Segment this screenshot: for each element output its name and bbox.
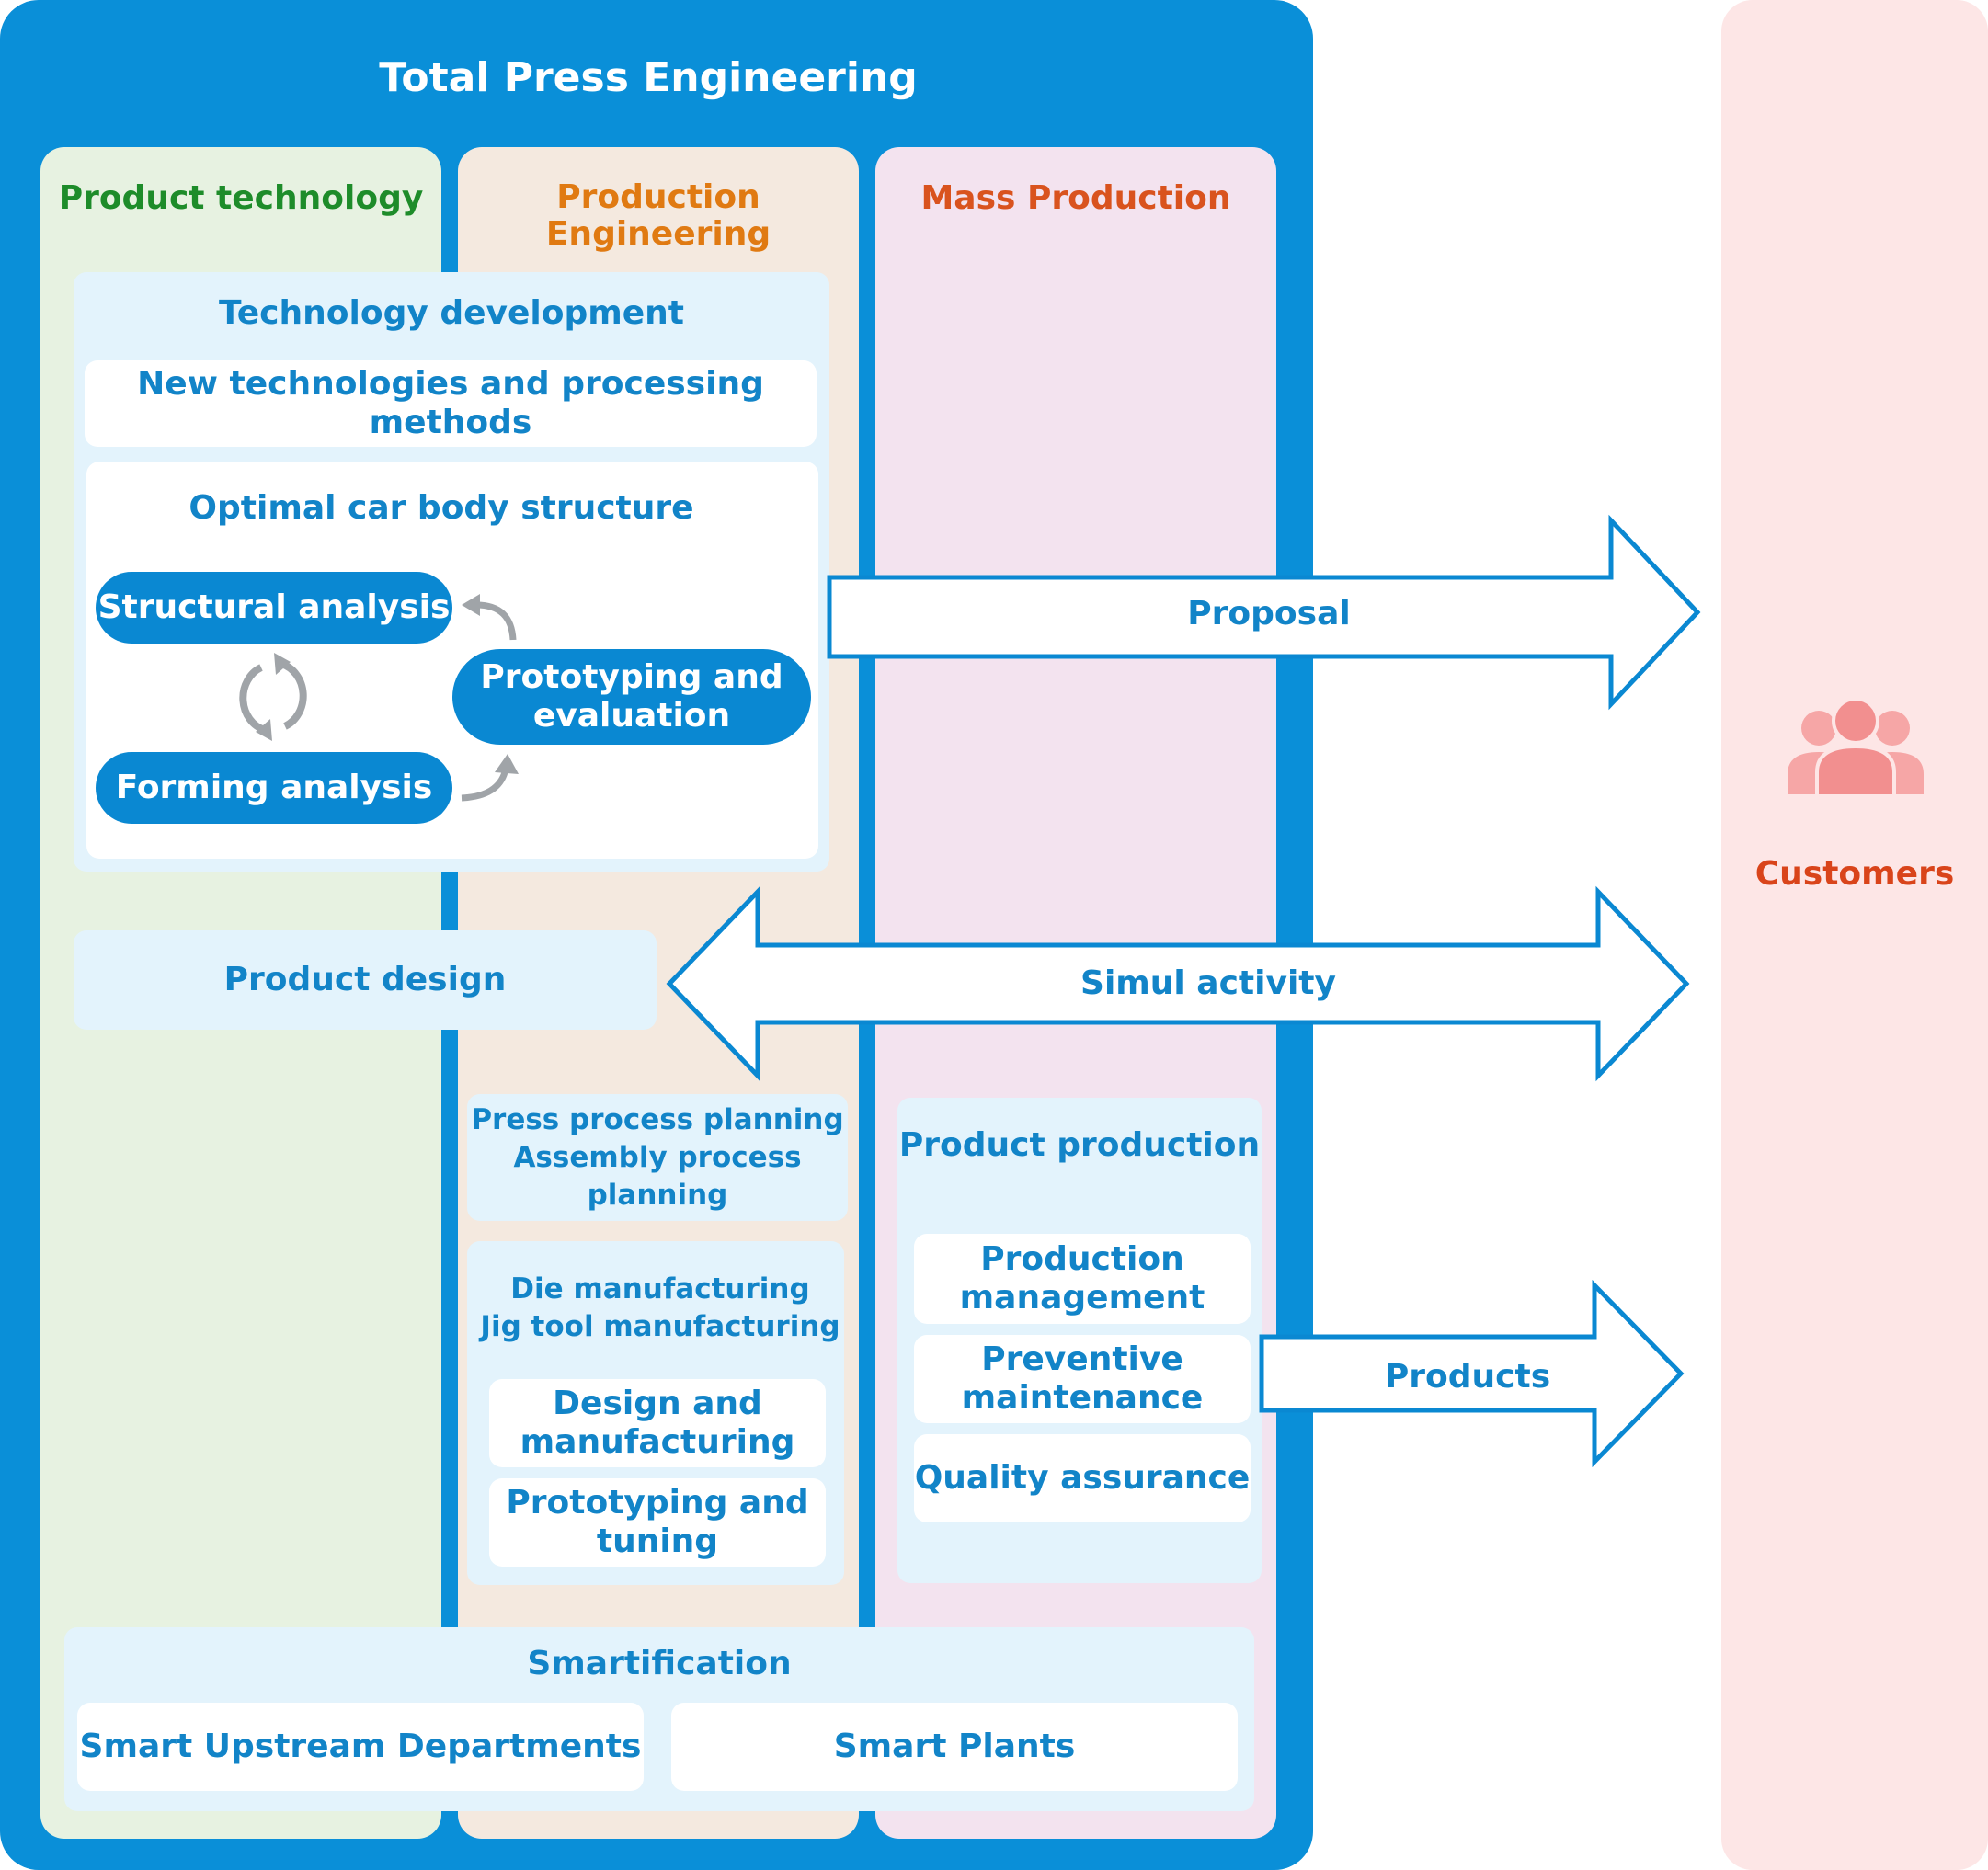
quality-assurance-box: Quality assurance bbox=[914, 1434, 1251, 1522]
new-technologies-box: New technologies and processing methods bbox=[85, 360, 817, 447]
smart-plants-box: Smart Plants bbox=[671, 1703, 1238, 1791]
product-design-box: Product design bbox=[74, 930, 657, 1030]
preventive-maintenance-box: Preventive maintenance bbox=[914, 1335, 1251, 1423]
products-arrow bbox=[1259, 1279, 1685, 1468]
prototyping-tuning-box: Prototyping and tuning bbox=[489, 1478, 826, 1567]
simul-activity-label: Simul activity bbox=[1080, 964, 1336, 1002]
manufacturing-title: Die manufacturing Jig tool manufacturing bbox=[480, 1272, 840, 1343]
column-label-mass-production: Mass Production bbox=[920, 179, 1231, 217]
customers-label: Customers bbox=[1754, 854, 1955, 893]
smartification-title: Smartification bbox=[527, 1645, 792, 1682]
people-group-icon bbox=[1788, 697, 1924, 798]
diagram-title: Total Press Engineering bbox=[379, 53, 918, 101]
smart-upstream-box: Smart Upstream Departments bbox=[77, 1703, 644, 1791]
proposal-label: Proposal bbox=[1187, 595, 1351, 633]
product-production-title: Product production bbox=[898, 1126, 1261, 1164]
curved-arrow-to-prototyping-icon bbox=[461, 754, 519, 802]
column-label-product-technology: Product technology bbox=[58, 179, 424, 217]
optimal-structure-title: Optimal car body structure bbox=[189, 489, 694, 527]
prototyping-evaluation-pill: Prototyping and evaluation bbox=[452, 649, 811, 745]
design-manufacturing-box: Design and manufacturing bbox=[489, 1379, 826, 1467]
proposal-arrow bbox=[827, 514, 1701, 711]
curved-arrow-to-structural-icon bbox=[462, 594, 517, 641]
forming-analysis-pill: Forming analysis bbox=[96, 752, 452, 824]
simul-activity-arrow bbox=[666, 885, 1690, 1082]
production-management-box: Production management bbox=[914, 1234, 1251, 1324]
process-planning-box: Press process planning Assembly process … bbox=[467, 1094, 848, 1221]
products-label: Products bbox=[1384, 1358, 1551, 1396]
column-label-production-engineering: Production Engineering bbox=[545, 178, 771, 253]
technology-development-title: Technology development bbox=[218, 294, 685, 332]
customers-column bbox=[1721, 0, 1988, 1870]
cycle-arrows-icon bbox=[239, 653, 307, 741]
structural-analysis-pill: Structural analysis bbox=[96, 572, 452, 644]
